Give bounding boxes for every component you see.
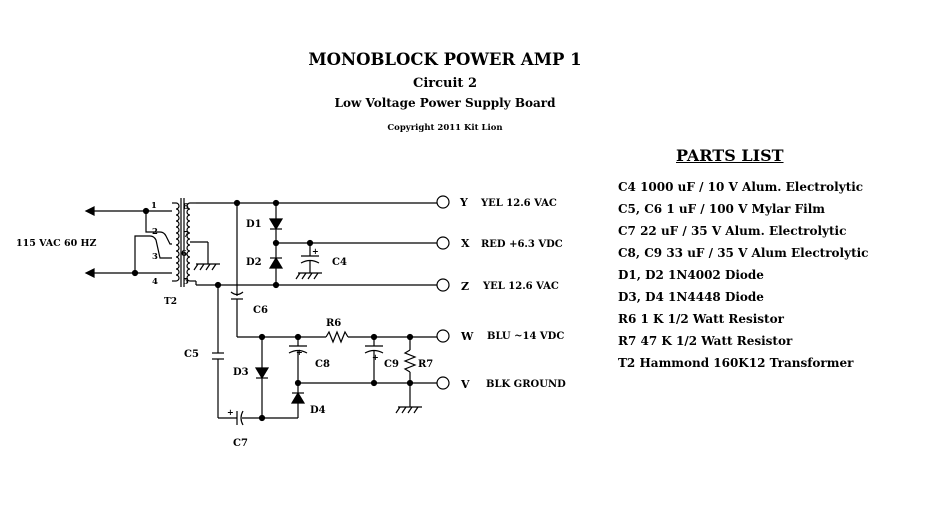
circuit-number: Circuit 2 bbox=[412, 76, 478, 91]
ground-symbol bbox=[193, 262, 220, 271]
diode-d1 bbox=[268, 218, 284, 231]
polarity-mark: + bbox=[372, 352, 379, 362]
pin-label: 6 bbox=[181, 249, 187, 259]
terminal-w bbox=[436, 329, 450, 343]
polarity-mark: + bbox=[296, 347, 303, 357]
c6-label: C6 bbox=[253, 305, 268, 316]
capacitor-c6 bbox=[230, 291, 244, 296]
input-arrow-top bbox=[84, 206, 95, 216]
c7-label: C7 bbox=[233, 438, 248, 449]
terminal-description: YEL 12.6 VAC bbox=[480, 198, 557, 209]
terminal-description: RED +6.3 VDC bbox=[481, 239, 563, 250]
pin-label: 2 bbox=[152, 227, 158, 237]
terminal-letter: W bbox=[460, 330, 474, 343]
parts-list-item: D3, D4 1N4448 Diode bbox=[618, 290, 764, 304]
terminal-letter: X bbox=[461, 237, 470, 250]
parts-list-item: D1, D2 1N4002 Diode bbox=[618, 268, 764, 282]
terminal-v bbox=[436, 376, 450, 390]
terminal-letter: V bbox=[460, 378, 470, 391]
polarity-mark: + bbox=[227, 407, 234, 417]
parts-list-item: C5, C6 1 uF / 100 V Mylar Film bbox=[618, 202, 825, 216]
pin-label: 7 bbox=[183, 230, 189, 240]
parts-list-item: C8, C9 33 uF / 35 V Alum Electrolytic bbox=[618, 246, 869, 260]
pin-label: 8 bbox=[183, 202, 189, 212]
polarity-mark: + bbox=[312, 246, 319, 256]
parts-list-item: C7 22 uF / 35 V Alum. Electrolytic bbox=[618, 224, 847, 238]
board-subtitle: Low Voltage Power Supply Board bbox=[334, 96, 556, 110]
transformer-secondary-coil bbox=[186, 202, 191, 282]
terminal-x bbox=[436, 236, 450, 250]
c9-label: C9 bbox=[384, 359, 399, 370]
diode-d3 bbox=[254, 367, 270, 380]
terminal-letter: Y bbox=[459, 196, 468, 209]
input-voltage-label: 115 VAC 60 HZ bbox=[16, 238, 97, 249]
pin-label: 3 bbox=[152, 252, 158, 262]
terminal-description: YEL 12.6 VAC bbox=[482, 281, 559, 292]
ground-symbol bbox=[395, 406, 422, 414]
parts-list-heading: PARTS LIST bbox=[676, 146, 784, 165]
terminal-letter: Z bbox=[461, 280, 469, 293]
page-title: MONOBLOCK POWER AMP 1 bbox=[308, 50, 582, 69]
parts-list-item: R7 47 K 1/2 Watt Resistor bbox=[618, 334, 793, 348]
c4-label: C4 bbox=[332, 257, 347, 268]
parts-list-item: C4 1000 uF / 10 V Alum. Electrolytic bbox=[618, 180, 864, 194]
terminal-description: BLU ~14 VDC bbox=[487, 331, 564, 342]
d2-label: D2 bbox=[246, 257, 262, 268]
parts-list-item: R6 1 K 1/2 Watt Resistor bbox=[618, 312, 784, 326]
terminal-z bbox=[436, 278, 450, 292]
copyright-notice: Copyright 2011 Kit Lion bbox=[387, 123, 503, 133]
c8-label: C8 bbox=[315, 359, 330, 370]
pin-label: 4 bbox=[152, 277, 158, 287]
diode-d4 bbox=[290, 391, 306, 404]
pin-label: 1 bbox=[151, 201, 157, 211]
r6-label: R6 bbox=[326, 318, 341, 329]
primary-jumper bbox=[145, 211, 172, 245]
pin-label: 5 bbox=[183, 277, 189, 287]
parts-list-item: T2 Hammond 160K12 Transformer bbox=[618, 356, 854, 370]
resistor-r6 bbox=[325, 330, 349, 344]
c5-label: C5 bbox=[184, 349, 199, 360]
transformer-primary-coil bbox=[175, 202, 180, 282]
primary-jumper bbox=[134, 235, 172, 273]
d1-label: D1 bbox=[246, 219, 262, 230]
parts-list: C4 1000 uF / 10 V Alum. Electrolytic C5,… bbox=[618, 179, 868, 377]
r7-label: R7 bbox=[418, 359, 433, 370]
terminal-description: BLK GROUND bbox=[486, 379, 566, 390]
d3-label: D3 bbox=[233, 367, 249, 378]
d4-label: D4 bbox=[310, 405, 326, 416]
diode-d2 bbox=[268, 256, 284, 269]
transformer-label: T2 bbox=[164, 297, 177, 307]
ground-symbol bbox=[295, 272, 322, 280]
resistor-r7 bbox=[403, 349, 417, 373]
terminal-y bbox=[436, 195, 450, 209]
input-arrow-bottom bbox=[84, 268, 95, 278]
